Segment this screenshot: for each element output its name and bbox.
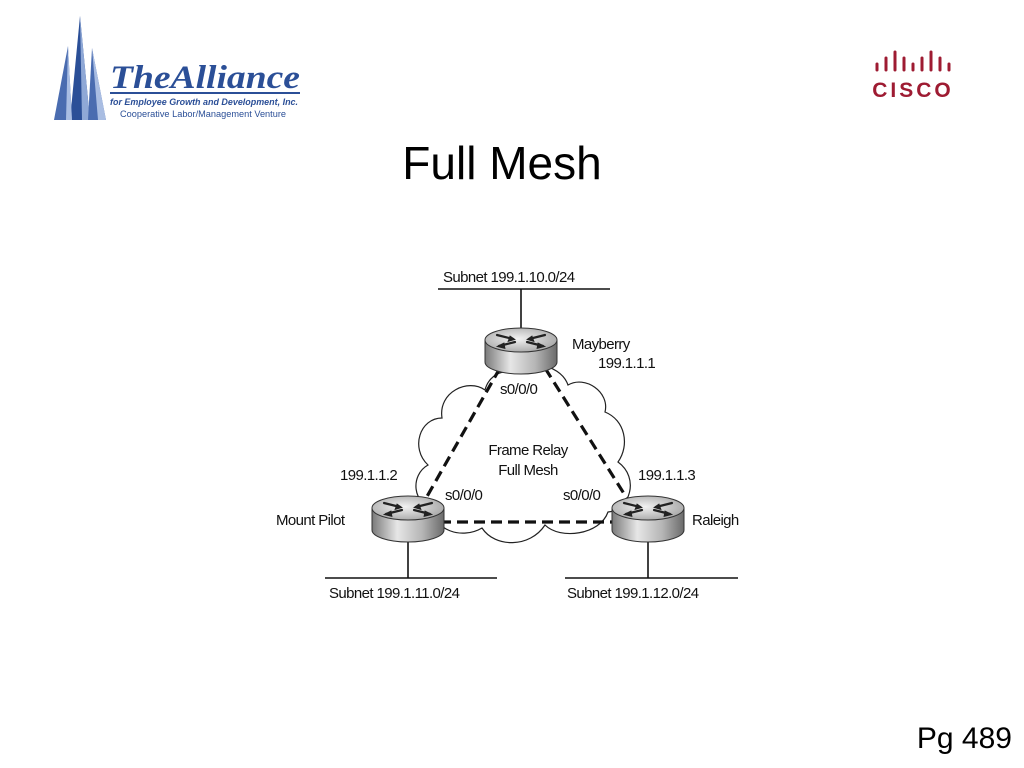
mayberry-interface-label: s0/0/0 (500, 381, 538, 398)
mount-pilot-name-label: Mount Pilot (276, 512, 346, 529)
mount-pilot-interface-label: s0/0/0 (445, 487, 483, 504)
frame-relay-cloud (415, 363, 631, 544)
mayberry-name-label: Mayberry (572, 336, 631, 353)
mayberry-ip-label: 199.1.1.1 (598, 355, 655, 372)
slide-title: Full Mesh (402, 137, 602, 189)
raleigh-ip-label: 199.1.1.3 (638, 467, 695, 484)
cisco-logo: CISCO (872, 50, 954, 102)
router-mayberry (483, 326, 559, 376)
cloud-label-line2: Full Mesh (498, 462, 558, 479)
alliance-name: TheAlliance (110, 60, 300, 96)
pvc-links (423, 367, 630, 524)
cisco-wordmark: CISCO (872, 79, 954, 102)
mount-pilot-subnet-label: Subnet 199.1.11.0/24 (329, 585, 460, 602)
raleigh-interface-label: s0/0/0 (563, 487, 601, 504)
pvc-mayberry-mountpilot (423, 367, 502, 501)
mount-pilot-ip-label: 199.1.1.2 (340, 467, 397, 484)
router-mount-pilot (370, 494, 446, 544)
cisco-bars-icon (875, 50, 951, 72)
mayberry-subnet-label: Subnet 199.1.10.0/24 (443, 269, 575, 286)
raleigh-name-label: Raleigh (692, 512, 739, 529)
alliance-tagline: for Employee Growth and Development, Inc… (110, 97, 298, 107)
alliance-logo: TheAlliance for Employee Growth and Deve… (54, 16, 300, 120)
page-number: Pg 489 (916, 722, 1012, 755)
raleigh-subnet-label: Subnet 199.1.12.0/24 (567, 585, 699, 602)
router-raleigh (610, 494, 686, 544)
cloud-label-line1: Frame Relay (488, 442, 568, 459)
pvc-mayberry-raleigh (543, 367, 630, 501)
alliance-tower-icon (54, 16, 106, 120)
subnet-lines (325, 288, 738, 579)
alliance-subtitle: Cooperative Labor/Management Venture (120, 109, 286, 119)
